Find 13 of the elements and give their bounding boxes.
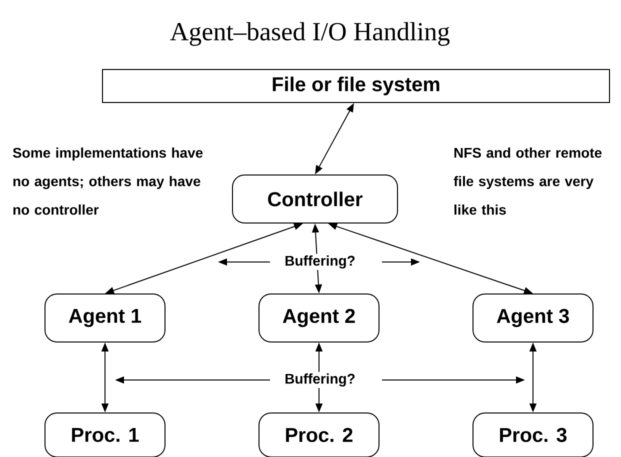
rounded-box: Agent 3 <box>472 294 594 342</box>
process-box: File or file system <box>102 69 610 103</box>
rounded-box: Agent 1 <box>44 294 166 342</box>
rounded-box: Proc. 3 <box>472 412 594 457</box>
rounded-box: Controller <box>232 174 398 224</box>
title: Agent–based I/O Handling <box>170 22 450 46</box>
rounded-box: Proc. 1 <box>44 412 166 457</box>
buffering-label: Buffering? <box>283 372 357 388</box>
note: Some implementations have no agents; others may have no controller <box>12 147 203 215</box>
rounded-box: Agent 2 <box>258 294 380 342</box>
buffering-label: Buffering? <box>283 254 357 270</box>
note: NFS and other remote file systems are very like this <box>454 147 602 215</box>
rounded-box: Proc. 2 <box>258 412 380 457</box>
